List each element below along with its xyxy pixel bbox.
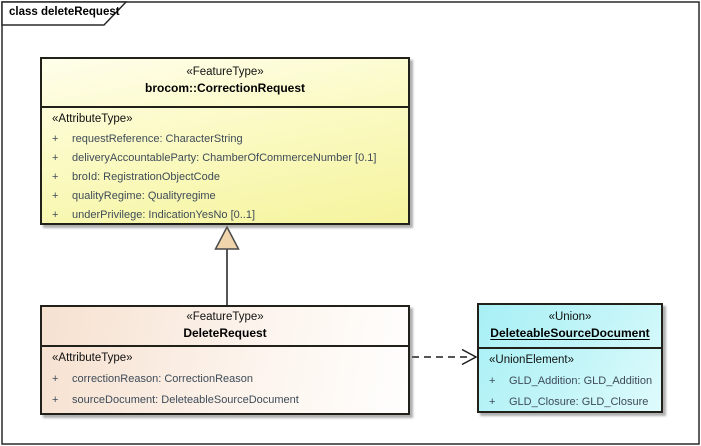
visibility-plus-icon: +: [489, 396, 496, 408]
attribute-row: + underPrivilege: IndicationYesNo [0..1]: [50, 206, 404, 223]
attribute-row: + broId: RegistrationObjectCode: [50, 168, 404, 187]
class-header: «FeatureType» DeleteRequest: [42, 307, 408, 347]
class-name: DeleteableSourceDocument: [490, 326, 650, 340]
attribute-row: + correctionReason: CorrectionReason: [50, 369, 404, 390]
stereotype-label: «FeatureType»: [186, 66, 264, 78]
attribute-text: GLD_Addition: GLD_Addition: [509, 375, 653, 387]
class-box-correction-request[interactable]: «FeatureType» brocom::CorrectionRequest …: [40, 57, 410, 225]
frame-tab-label: class deleteRequest: [9, 6, 120, 18]
attribute-row: + GLD_Closure: GLD_Closure: [487, 392, 657, 411]
visibility-plus-icon: +: [52, 133, 59, 145]
dependency-arrow[interactable]: [412, 348, 478, 366]
attribute-compartment: «AttributeType» + requestReference: Char…: [42, 108, 408, 223]
visibility-plus-icon: +: [52, 171, 59, 183]
class-name: DeleteRequest: [183, 326, 267, 340]
attribute-row: + qualityRegime: Qualityregime: [50, 187, 404, 206]
visibility-plus-icon: +: [52, 394, 59, 406]
attribute-text: underPrivilege: IndicationYesNo [0..1]: [72, 209, 256, 221]
attribute-section-label: «UnionElement»: [489, 354, 575, 366]
class-box-deleteable-source-document[interactable]: «Union» DeleteableSourceDocument «UnionE…: [477, 303, 663, 413]
frame-tab: [1, 1, 128, 26]
class-header: «FeatureType» brocom::CorrectionRequest: [42, 59, 408, 108]
visibility-plus-icon: +: [52, 190, 59, 202]
attribute-row: + GLD_Addition: GLD_Addition: [487, 371, 657, 392]
generalization-arrow[interactable]: [214, 225, 240, 305]
attribute-text: deliveryAccountableParty: ChamberOfComme…: [72, 152, 377, 164]
generalization-triangle-icon: [214, 225, 240, 250]
class-name: brocom::CorrectionRequest: [144, 81, 305, 95]
visibility-plus-icon: +: [489, 375, 496, 387]
stereotype-label: «Union»: [548, 311, 592, 323]
attribute-section-label: «AttributeType»: [52, 352, 133, 364]
attribute-compartment: «AttributeType» + correctionReason: Corr…: [42, 347, 408, 411]
visibility-plus-icon: +: [52, 152, 59, 164]
attribute-section-label: «AttributeType»: [52, 113, 133, 125]
attribute-text: qualityRegime: Qualityregime: [72, 190, 216, 202]
attribute-row: + requestReference: CharacterString: [50, 130, 404, 149]
attribute-compartment: «UnionElement» + GLD_Addition: GLD_Addit…: [479, 349, 661, 411]
class-header: «Union» DeleteableSourceDocument: [479, 305, 661, 349]
attribute-row: + sourceDocument: DeleteableSourceDocume…: [50, 390, 404, 411]
attribute-text: correctionReason: CorrectionReason: [72, 373, 253, 385]
class-box-delete-request[interactable]: «FeatureType» DeleteRequest «AttributeTy…: [40, 305, 410, 415]
attribute-text: broId: RegistrationObjectCode: [72, 171, 220, 183]
open-arrowhead-icon: [461, 348, 478, 366]
stereotype-label: «FeatureType»: [186, 311, 264, 323]
visibility-plus-icon: +: [52, 373, 59, 385]
attribute-text: requestReference: CharacterString: [72, 133, 243, 145]
attribute-row: + deliveryAccountableParty: ChamberOfCom…: [50, 149, 404, 168]
visibility-plus-icon: +: [52, 209, 59, 221]
attribute-text: GLD_Closure: GLD_Closure: [509, 396, 649, 408]
attribute-text: sourceDocument: DeleteableSourceDocument: [72, 394, 299, 406]
